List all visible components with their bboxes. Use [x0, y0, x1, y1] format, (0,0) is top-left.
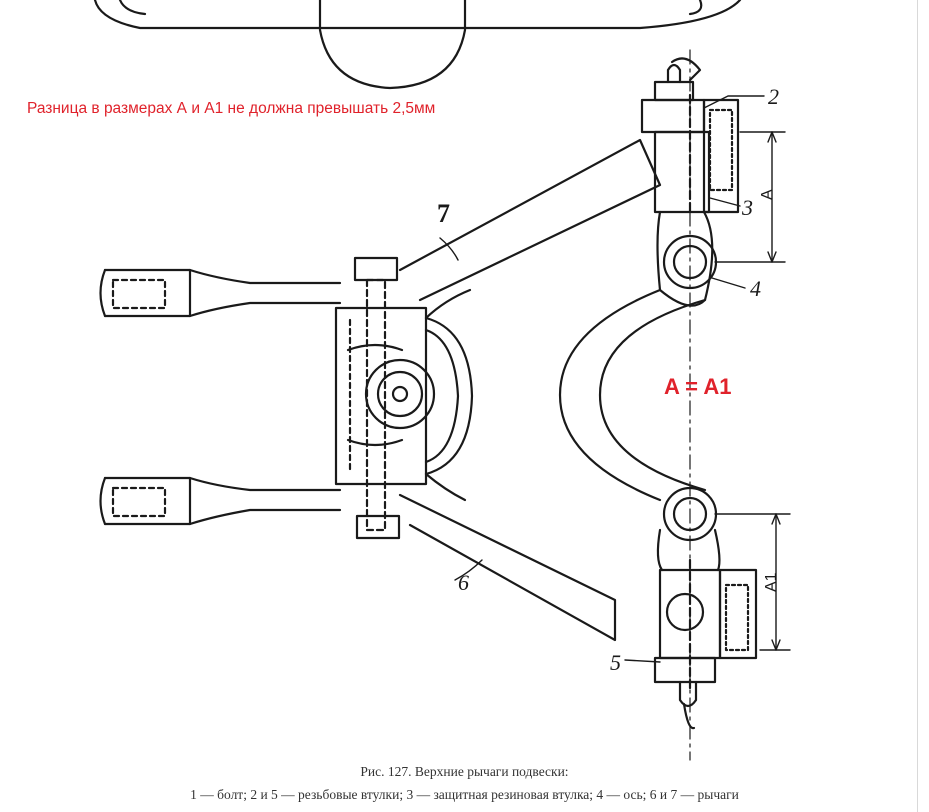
arm-7	[398, 138, 662, 320]
leader-lines	[439, 95, 765, 663]
tolerance-note: Разница в размерах А и А1 не должна прев…	[27, 100, 436, 117]
label-2: 2	[768, 84, 779, 109]
label-4: 4	[750, 276, 761, 301]
central-shaft-block	[334, 256, 474, 540]
arm-6	[398, 472, 617, 642]
equality-formula: A = A1	[664, 374, 732, 399]
lower-knuckle	[653, 558, 758, 730]
dimension-a1	[714, 513, 791, 651]
dimension-a	[714, 131, 786, 263]
top-partial-view	[93, 0, 742, 90]
label-5: 5	[610, 650, 621, 675]
figure-caption-legend: 1 — болт; 2 и 5 — резьбовые втулки; 3 — …	[190, 787, 739, 802]
label-3: 3	[741, 195, 753, 220]
label-7: 7	[437, 199, 450, 228]
page-edge-divider	[917, 0, 918, 812]
left-rod-upper	[99, 268, 342, 318]
dimension-a-label: A	[759, 189, 776, 200]
figure-caption-title: Рис. 127. Верхние рычаги подвески:	[360, 764, 569, 779]
label-6: 6	[458, 570, 469, 595]
dimension-a1-label: A1	[763, 572, 780, 592]
left-rod-lower	[99, 476, 342, 526]
